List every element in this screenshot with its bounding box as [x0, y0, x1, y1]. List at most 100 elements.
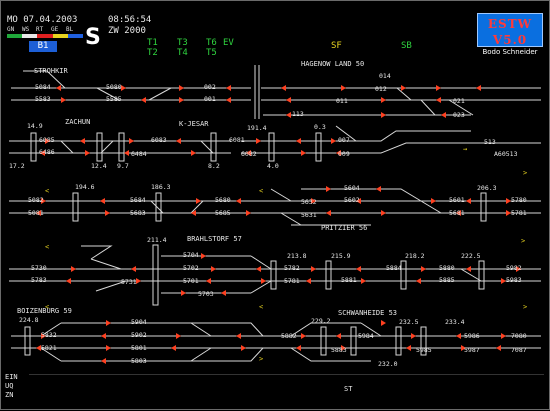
track-label[interactable]: 5702 — [183, 264, 199, 272]
track-label[interactable]: 5604 — [344, 184, 360, 192]
station-hagenow[interactable]: HAGENOW LAND 50 — [301, 60, 365, 68]
track-label[interactable]: 7080 — [511, 332, 527, 340]
station-schwanheide[interactable]: SCHWANHEIDE 53 — [338, 309, 398, 317]
track-label[interactable]: 5883 — [331, 346, 347, 354]
svg-text:>: > — [523, 169, 527, 177]
track-label[interactable]: 5704 — [183, 251, 199, 259]
track-label[interactable]: 5984 — [358, 332, 374, 340]
track-label[interactable]: 5583 — [35, 95, 51, 103]
track-label[interactable]: 5987 — [464, 346, 480, 354]
track-label[interactable]: 5585 — [106, 95, 122, 103]
timer-t6[interactable]: T6 — [206, 38, 217, 48]
track-label[interactable]: 5885 — [439, 276, 455, 284]
track-label[interactable]: 014 — [379, 72, 391, 80]
track-label[interactable]: 5730 — [31, 264, 47, 272]
track-label[interactable]: 5082 — [28, 196, 44, 204]
bezirk-badge[interactable]: B1 — [29, 41, 57, 52]
track-label[interactable]: A60513 — [494, 150, 518, 158]
track-label[interactable]: 113 — [292, 110, 304, 118]
track-label[interactable]: 5631 — [301, 211, 317, 219]
track-label[interactable]: 5601 — [449, 196, 465, 204]
timer-t1[interactable]: T1 — [147, 38, 158, 48]
track-label[interactable]: 002 — [204, 83, 216, 91]
track-label[interactable]: 6081 — [229, 136, 245, 144]
zw-display: ZW 2000 — [108, 26, 146, 36]
st-label[interactable]: ST — [344, 385, 353, 393]
track-label[interactable]: 513 — [484, 138, 496, 146]
logo-title: ESTW V5.0 — [487, 17, 533, 47]
track-label[interactable]: 5703 — [198, 290, 214, 298]
sf-indicator[interactable]: SF — [331, 41, 342, 51]
command-line-divider — [29, 374, 544, 375]
track-label[interactable]: 5080 — [106, 83, 122, 91]
mode-indicator: S — [85, 25, 101, 50]
track-label[interactable]: 5881 — [341, 276, 357, 284]
track-label[interactable]: 5632 — [301, 198, 317, 206]
track-label[interactable]: 5081 — [28, 209, 44, 217]
track-label[interactable]: 5780 — [511, 196, 527, 204]
track-label[interactable]: 6486 — [39, 148, 55, 156]
track-label[interactable]: 009 — [338, 150, 350, 158]
km-post: 191.4 — [247, 124, 267, 132]
track-label[interactable]: 6082 — [241, 150, 257, 158]
ein-label[interactable]: EIN — [5, 373, 18, 381]
estw-logo: ESTW V5.0 Bodo Schneider — [477, 13, 543, 56]
track-label[interactable]: 5986 — [464, 332, 480, 340]
track-label[interactable]: 5602 — [344, 196, 360, 204]
track-label[interactable]: 5782 — [284, 264, 300, 272]
track-label[interactable]: 5685 — [215, 209, 231, 217]
track-label[interactable]: 5983 — [506, 276, 522, 284]
km-post: 215.9 — [331, 252, 351, 260]
track-label[interactable]: 5084 — [35, 83, 51, 91]
track-label[interactable]: 6085 — [39, 136, 55, 144]
timer-t5[interactable]: T5 — [206, 48, 217, 58]
track-label[interactable]: 5680 — [215, 196, 231, 204]
station-pritzier[interactable]: PRITZIER 56 — [321, 224, 368, 232]
station-brahlstorf[interactable]: BRAHLSTORF 57 — [187, 235, 242, 243]
track-label[interactable]: 012 — [375, 85, 387, 93]
track-label[interactable]: 5982 — [506, 264, 522, 272]
timer-t2[interactable]: T2 — [147, 48, 158, 58]
track-label[interactable]: 5731 — [121, 278, 137, 286]
date-display: MO 07.04.2003 — [7, 15, 78, 25]
track-label[interactable]: 5904 — [131, 318, 147, 326]
track-label[interactable]: 5880 — [439, 264, 455, 272]
station-strohkir[interactable]: STROHKIR — [34, 67, 68, 75]
track-label[interactable]: 5683 — [130, 209, 146, 217]
track-label[interactable]: 011 — [336, 97, 348, 105]
svg-text:<: < — [259, 187, 263, 195]
station-boizenburg[interactable]: BOIZENBURG 59 — [17, 307, 72, 315]
track-label[interactable]: 5832 — [41, 331, 57, 339]
track-label[interactable]: 5801 — [131, 344, 147, 352]
lamp-ge: GE — [51, 26, 59, 33]
uq-label[interactable]: UQ — [5, 382, 14, 390]
track-label[interactable]: 5884 — [386, 264, 402, 272]
station-kjesar[interactable]: K-JESAR — [179, 120, 209, 128]
km-post: 194.6 — [75, 183, 95, 191]
track-label[interactable]: 5681 — [449, 209, 465, 217]
timer-t4[interactable]: T4 — [177, 48, 188, 58]
track-label[interactable]: 7087 — [511, 346, 527, 354]
track-label[interactable]: 021 — [453, 97, 465, 105]
track-label[interactable]: 007 — [338, 136, 350, 144]
timer-t3[interactable]: T3 — [177, 38, 188, 48]
track-label[interactable]: 001 — [204, 95, 216, 103]
track-label[interactable]: 5684 — [130, 196, 146, 204]
track-label[interactable]: 5821 — [41, 344, 57, 352]
track-label[interactable]: 023 — [453, 111, 465, 119]
track-label[interactable]: 5882 — [281, 332, 297, 340]
sb-indicator[interactable]: SB — [401, 41, 412, 51]
track-label[interactable]: 5902 — [131, 331, 147, 339]
timer-ev[interactable]: EV — [223, 38, 234, 48]
track-label[interactable]: 5781 — [284, 277, 300, 285]
station-zachun[interactable]: ZACHUN — [65, 118, 91, 126]
svg-text:>: > — [521, 237, 525, 245]
zn-label[interactable]: ZN — [5, 391, 14, 399]
track-label[interactable]: 6484 — [131, 150, 147, 158]
track-label[interactable]: 5783 — [31, 276, 47, 284]
track-label[interactable]: 5985 — [416, 346, 432, 354]
track-label[interactable]: 5803 — [131, 357, 147, 365]
track-label[interactable]: 5701 — [183, 277, 199, 285]
track-label[interactable]: 6083 — [151, 136, 167, 144]
track-label[interactable]: 5781 — [511, 209, 527, 217]
